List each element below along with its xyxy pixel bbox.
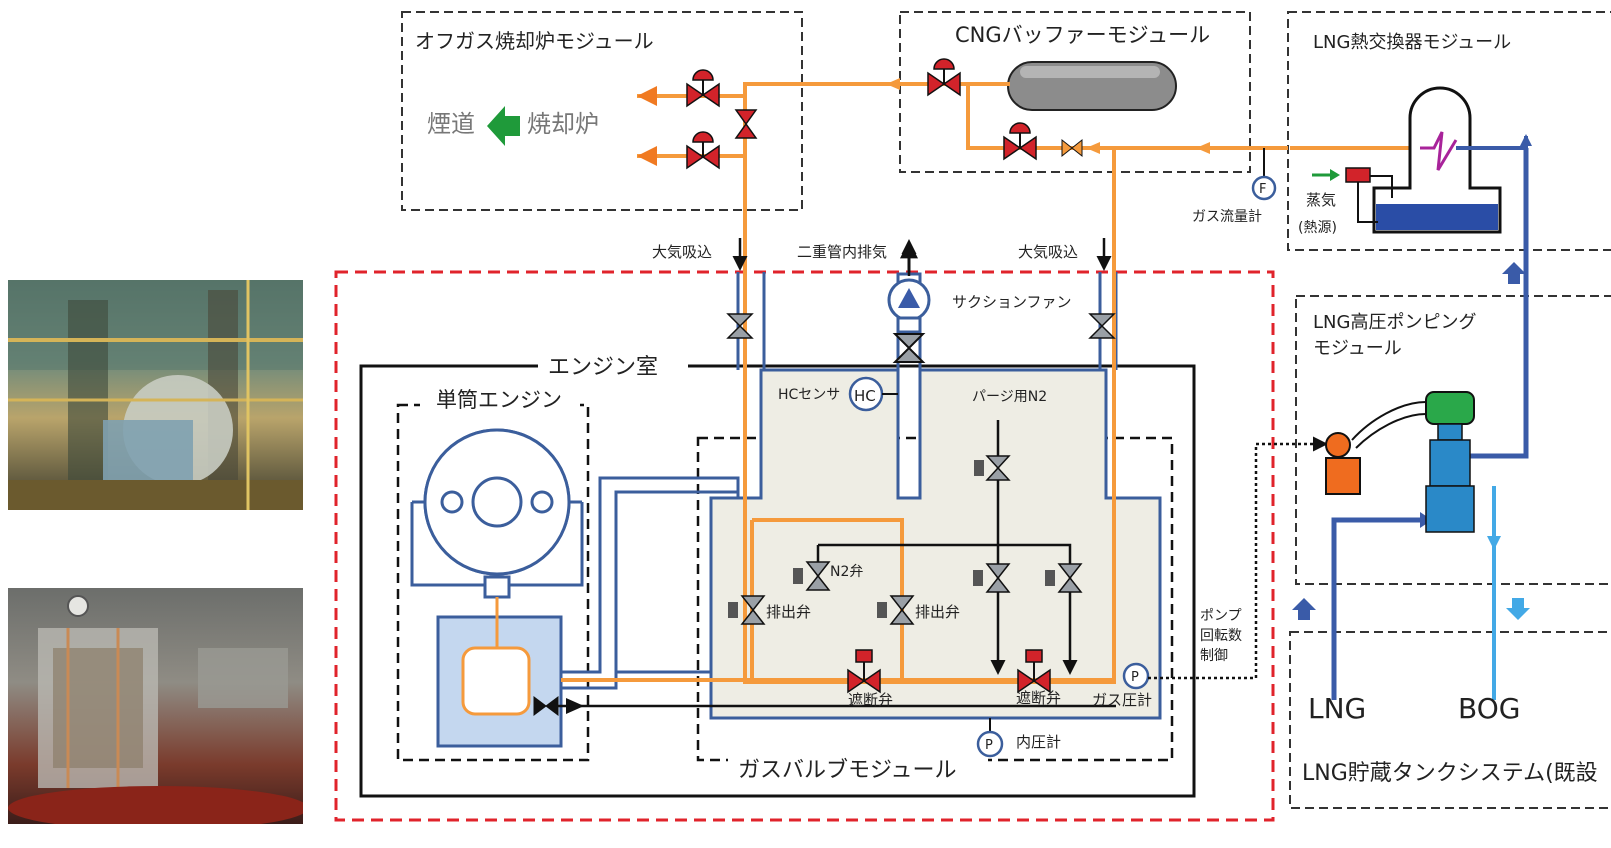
suction-fan-label: サクションファン bbox=[952, 293, 1072, 311]
lng-label: LNG bbox=[1308, 692, 1366, 725]
shutoff-valve-1-label: 遮断弁 bbox=[848, 691, 893, 709]
lng-storage-tank-title: LNG貯蔵タンクシステム(既設 bbox=[1302, 761, 1598, 786]
intake-valve-left bbox=[728, 314, 752, 338]
gas-pressure-gauge-label: ガス圧計 bbox=[1092, 691, 1152, 709]
incinerator-valve-upper bbox=[687, 70, 719, 106]
check-valve-cng bbox=[1062, 140, 1082, 156]
single-cylinder-engine-label: 単筒エンジン bbox=[436, 388, 562, 412]
offgas-incinerator-module-title: オフガス焼却炉モジュール bbox=[415, 29, 654, 53]
cng-buffer-outlet-valve bbox=[1004, 123, 1036, 159]
gas-pressure-gauge-symbol: P bbox=[1131, 670, 1139, 685]
air-intake-pipes bbox=[738, 272, 1116, 370]
air-intake-right-label: 大気吸込 bbox=[1018, 243, 1078, 261]
heat-exchanger bbox=[1312, 88, 1532, 232]
gas-pressure-gauge: P bbox=[1124, 664, 1148, 688]
purge-n2-label: パージ用N2 bbox=[972, 389, 1047, 405]
pumping-module-title-line2: モジュール bbox=[1313, 338, 1402, 359]
hc-sensor-label: HCセンサ bbox=[778, 387, 840, 403]
shutoff-valve-2-label: 遮断弁 bbox=[1016, 689, 1061, 707]
bog-down-arrow bbox=[1506, 598, 1530, 620]
bog-label: BOG bbox=[1458, 692, 1520, 725]
engine-room-label: エンジン室 bbox=[548, 355, 658, 380]
air-intake-left-label: 大気吸込 bbox=[652, 243, 712, 261]
pump-speed-control-label-2: 回転数 bbox=[1200, 628, 1242, 644]
pumping-module-title-line1: LNG高圧ポンピング bbox=[1313, 312, 1476, 333]
lng-heat-exchanger-module-title: LNG熱交換器モジュール bbox=[1313, 32, 1511, 53]
steam-control-box bbox=[1346, 168, 1370, 182]
cng-buffer-inlet-valve bbox=[928, 59, 960, 95]
heat-source-label: (熱源) bbox=[1298, 220, 1337, 236]
gas-flow-meter-symbol: F bbox=[1259, 182, 1266, 197]
steam-label: 蒸気 bbox=[1306, 191, 1336, 209]
internal-pressure-gauge-label: 内圧計 bbox=[1016, 733, 1061, 751]
pump-speed-control-label-1: ポンプ bbox=[1200, 608, 1242, 624]
internal-pressure-gauge: P bbox=[978, 718, 1002, 756]
hc-sensor-symbol: HC bbox=[854, 387, 876, 405]
n2-valve-label: N2弁 bbox=[830, 564, 863, 580]
flue-label: 煙道 bbox=[427, 110, 475, 138]
gas-flow-meter-label: ガス流量計 bbox=[1192, 209, 1262, 225]
pump-speed-control-label-3: 制御 bbox=[1200, 648, 1228, 664]
engine-cylinder-head bbox=[412, 430, 582, 597]
green-flow-arrow bbox=[487, 106, 520, 146]
gas-flow-meter: F bbox=[1253, 148, 1275, 199]
double-pipe-exhaust-label: 二重管内排気 bbox=[797, 243, 887, 261]
engine-crankcase bbox=[438, 597, 561, 746]
internal-pressure-gauge-symbol: P bbox=[985, 738, 993, 753]
motor-pump bbox=[1326, 402, 1426, 494]
discharge-valve-2-label: 排出弁 bbox=[915, 603, 960, 621]
cng-buffer-module-title: CNGバッファーモジュール bbox=[955, 23, 1210, 47]
intake-valve-right bbox=[1090, 314, 1114, 338]
lng-up-arrow-2 bbox=[1292, 598, 1316, 620]
high-pressure-pump bbox=[1426, 392, 1474, 532]
incinerator-bypass-valve bbox=[736, 110, 756, 138]
discharge-valve-1-label: 排出弁 bbox=[766, 603, 811, 621]
gas-valve-module-label: ガスバルブモジュール bbox=[738, 758, 956, 783]
lng-up-arrow-1 bbox=[1502, 262, 1526, 284]
incinerator-valve-lower bbox=[687, 132, 719, 168]
furnace-label: 焼却炉 bbox=[527, 110, 599, 138]
